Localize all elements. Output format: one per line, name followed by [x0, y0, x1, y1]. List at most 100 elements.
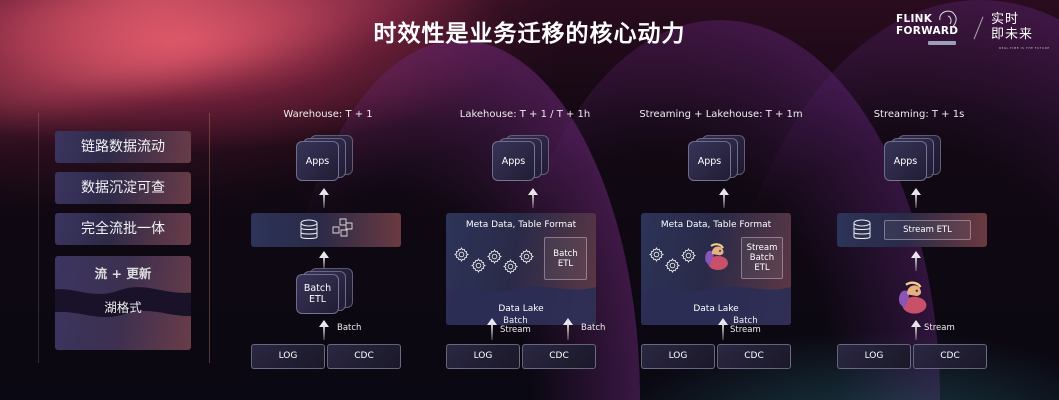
arrow-label-line1: Batch — [733, 316, 758, 326]
squirrel-outline-icon — [939, 10, 957, 29]
arrow-up-icon — [719, 188, 729, 208]
source-cdc: CDC — [327, 344, 401, 369]
apps-stack: Apps — [492, 135, 550, 181]
column-title: Lakehouse: T + 1 / T + 1h — [459, 109, 591, 120]
gear-icon — [519, 249, 534, 264]
arrow-up-icon — [319, 188, 329, 208]
column-title: Streaming: T + 1s — [873, 109, 965, 120]
arrow-label-line1: Batch — [503, 316, 528, 326]
arrow-label: Batch — [337, 323, 362, 333]
meta-data-label: Meta Data, Table Format — [465, 220, 577, 230]
gear-icon — [471, 258, 486, 273]
arrow-up-icon — [319, 251, 329, 269]
data-lake-label: Data Lake — [693, 304, 739, 314]
logo-slogan: 实时 即未来 — [991, 12, 1033, 42]
gear-icon — [487, 249, 502, 264]
apps-label: Apps — [884, 141, 927, 181]
arrow-up-icon — [319, 320, 329, 340]
database-icon — [853, 219, 871, 239]
gear-icon — [665, 258, 680, 273]
flink-forward-logo: FLINK FORWARD 实时 即未来 REAL-TIME IS THE FU… — [896, 10, 1056, 50]
data-lake-label: Data Lake — [498, 304, 544, 314]
arrow-label-batch-stream: Batch Stream — [730, 317, 761, 335]
arrow-label-line2: Stream — [730, 325, 761, 335]
lake-card-top-label: 流 + 更新 — [94, 266, 152, 281]
arrow-up-icon — [563, 318, 573, 340]
column-lakehouse: Lakehouse: T + 1 / T + 1h Apps Meta Data… — [440, 100, 610, 380]
logo-brand-line2: FORWARD — [896, 25, 959, 37]
etl-line2: ETL — [557, 258, 574, 269]
etl-line1: Stream — [746, 243, 778, 253]
arrow-up-icon — [911, 251, 921, 271]
source-log: LOG — [641, 344, 715, 369]
logo-divider — [973, 16, 984, 40]
etl-line1: Batch — [553, 248, 578, 259]
arrow-up-icon — [718, 318, 728, 340]
column-title: Warehouse: T + 1 — [283, 109, 373, 120]
etl-line3: ETL — [754, 263, 770, 273]
etl-line1: Batch — [303, 283, 332, 294]
apps-stack: Apps — [688, 135, 746, 181]
panel-divider — [209, 113, 210, 363]
gear-icon — [681, 248, 696, 263]
source-log: LOG — [251, 344, 325, 369]
flink-squirrel-icon — [705, 243, 728, 270]
warehouse-storage-band — [251, 213, 401, 247]
logo-slogan-sub: REAL-TIME IS THE FUTURE — [999, 46, 1050, 50]
source-log: LOG — [837, 344, 911, 369]
apps-stack: Apps — [296, 135, 354, 181]
gear-icon — [649, 247, 664, 262]
flink-squirrel-icon — [899, 281, 927, 314]
page-title: 时效性是业务迁移的核心动力 — [373, 21, 686, 47]
feature-data-flow: 链路数据流动 — [55, 131, 191, 163]
arrow-up-icon — [911, 320, 921, 340]
logo-brand: FLINK FORWARD — [896, 13, 958, 37]
lake-card-main-label: 湖格式 — [104, 300, 142, 315]
source-cdc: CDC — [522, 344, 596, 369]
database-icon — [300, 219, 318, 239]
arrow-label-batch: Batch — [581, 323, 606, 333]
source-log: LOG — [446, 344, 520, 369]
features-panel: 链路数据流动 数据沉淀可查 完全流批一体 流 + 更新 湖格式 — [38, 113, 210, 363]
column-streaming-lakehouse: Streaming + Lakehouse: T + 1m Apps Meta … — [636, 100, 806, 380]
etl-line2: ETL — [308, 294, 327, 305]
meta-data-label: Meta Data, Table Format — [660, 220, 772, 230]
arrow-up-icon — [528, 188, 538, 208]
stream-storage-band: Stream ETL — [837, 213, 987, 247]
gear-icon — [503, 259, 518, 274]
logo-slogan-line2: 即未来 — [991, 27, 1034, 42]
logo-brand-line1: FLINK — [896, 13, 933, 25]
arrow-up-icon — [911, 188, 921, 208]
cubes-icon — [332, 218, 353, 237]
feature-data-queryable: 数据沉淀可查 — [55, 172, 191, 204]
column-title: Streaming + Lakehouse: T + 1m — [639, 109, 803, 120]
source-cdc: CDC — [913, 344, 987, 369]
apps-stack: Apps — [884, 135, 942, 181]
apps-label: Apps — [492, 141, 535, 181]
arrow-label-line2: Stream — [500, 325, 531, 335]
column-streaming: Streaming: T + 1s Apps Stream ETL Stream… — [834, 100, 1004, 380]
wave-decoration — [55, 287, 191, 318]
logo-slogan-line1: 实时 — [991, 12, 1020, 27]
gear-icon — [454, 247, 469, 262]
etl-line2: Batch — [749, 253, 775, 263]
arrow-label: Stream — [924, 323, 955, 333]
source-cdc: CDC — [717, 344, 791, 369]
data-lake-wave — [446, 286, 596, 325]
logo-badge — [928, 41, 956, 45]
arrow-up-icon — [487, 318, 497, 340]
feature-stream-batch-unified: 完全流批一体 — [55, 213, 191, 245]
stream-etl-box: Stream ETL — [884, 220, 971, 240]
data-lake-wave — [641, 286, 791, 325]
apps-label: Apps — [688, 141, 731, 181]
lake-format-card: 流 + 更新 湖格式 — [55, 256, 191, 350]
arrow-label-batch-stream: Batch Stream — [500, 317, 531, 335]
apps-label: Apps — [296, 141, 339, 181]
